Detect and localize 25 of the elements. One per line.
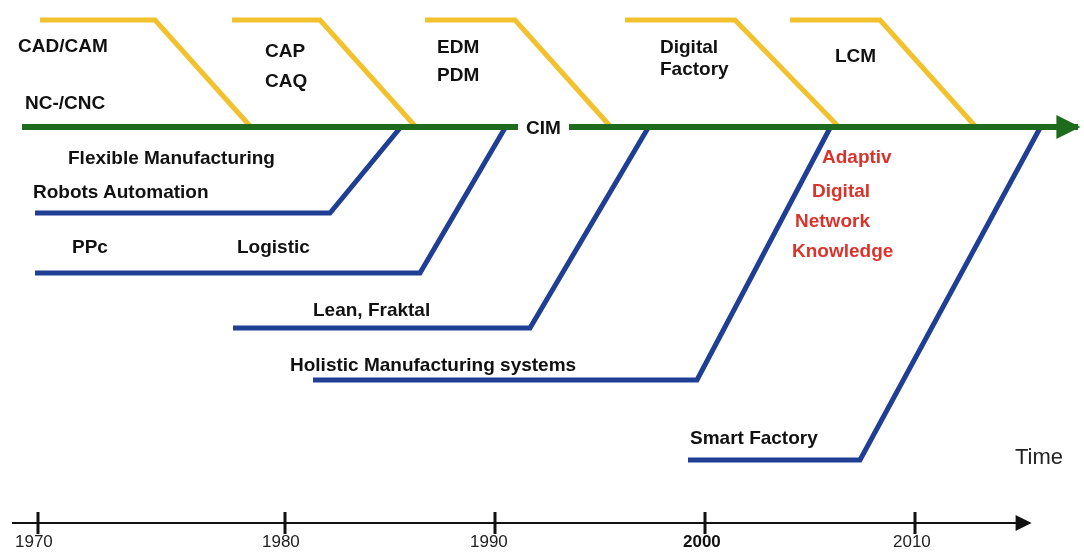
label: CAP bbox=[265, 40, 306, 62]
label: CAD/CAM bbox=[18, 35, 108, 57]
label: PDM bbox=[437, 64, 480, 86]
label: Smart Factory bbox=[690, 427, 818, 449]
label: Lean, Fraktal bbox=[313, 299, 431, 321]
label: Digital Factory bbox=[660, 36, 730, 80]
label: PPc bbox=[72, 236, 108, 258]
label: NC-/CNC bbox=[25, 92, 106, 114]
year-label: 2000 bbox=[683, 532, 721, 552]
year-label: 1970 bbox=[15, 532, 53, 552]
year-label: 2010 bbox=[893, 532, 931, 552]
label: Digital bbox=[812, 180, 871, 202]
label: EDM bbox=[437, 36, 480, 58]
label: Network bbox=[795, 210, 870, 232]
label: Holistic Manufacturing systems bbox=[290, 354, 577, 376]
label: CAQ bbox=[265, 70, 308, 92]
label: Logistic bbox=[237, 236, 310, 258]
label: Flexible Manufacturing bbox=[68, 147, 275, 169]
year-label: 1990 bbox=[470, 532, 508, 552]
label: Adaptiv bbox=[822, 146, 892, 168]
label: LCM bbox=[835, 45, 877, 67]
axis-label: Time bbox=[1015, 444, 1064, 470]
year-label: 1980 bbox=[262, 532, 300, 552]
label: Knowledge bbox=[792, 240, 894, 262]
label: Robots Automation bbox=[33, 181, 209, 203]
